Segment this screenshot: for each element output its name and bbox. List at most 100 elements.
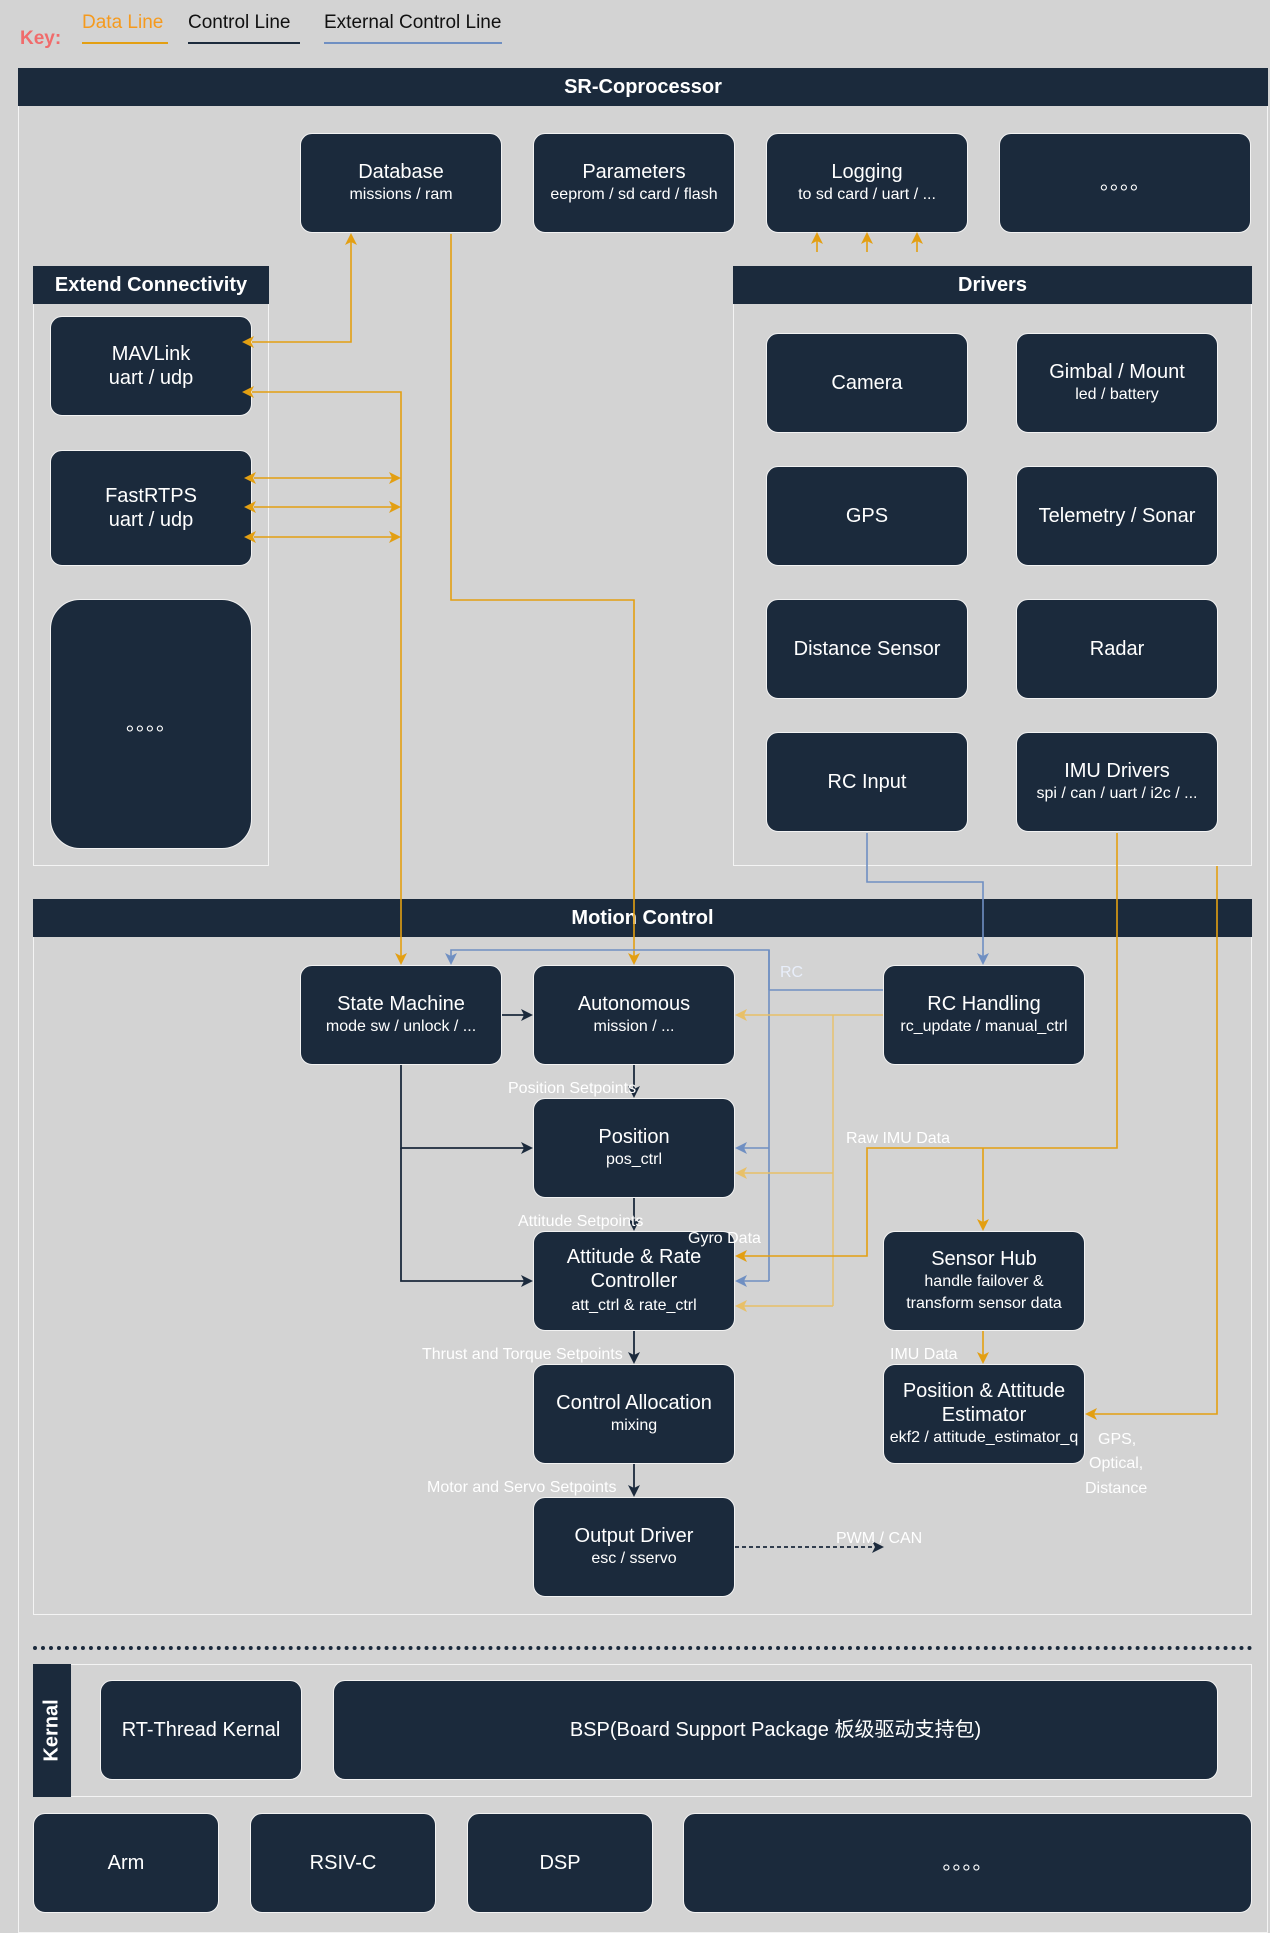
- parameters-node[interactable]: Parameters eeprom / sd card / flash: [533, 133, 735, 233]
- top-more-node[interactable]: 。。。。: [999, 133, 1251, 233]
- bsp-node[interactable]: BSP(Board Support Package 板级驱动支持包): [333, 1680, 1218, 1780]
- mavlink-title: MAVLink: [111, 343, 191, 365]
- wire-rc-input-rc-handling: [866, 833, 989, 965]
- estimator-node[interactable]: Position & Attitude Estimator ekf2 / att…: [883, 1364, 1085, 1464]
- sensor-hub-sub-1: handle failover &: [924, 1273, 1044, 1290]
- autonomous-node[interactable]: Autonomous mission / ...: [533, 965, 735, 1065]
- label-gps-optical-2: Optical,: [1089, 1455, 1144, 1472]
- parameters-sub: eeprom / sd card / flash: [550, 186, 718, 203]
- key-control-line-label: Control Line: [188, 12, 291, 33]
- rc-input-title: RC Input: [827, 771, 907, 793]
- rc-handling-node[interactable]: RC Handling rc_update / manual_ctrl: [883, 965, 1085, 1065]
- gimbal-sub: led / battery: [1075, 386, 1159, 403]
- gimbal-title: Gimbal / Mount: [1049, 361, 1185, 383]
- control-allocation-sub: mixing: [610, 1417, 658, 1434]
- radar-node[interactable]: Radar: [1016, 599, 1218, 699]
- radar-title: Radar: [1089, 638, 1145, 660]
- wire-drivers-estimator: [1085, 866, 1218, 1420]
- position-sub: pos_ctrl: [605, 1151, 663, 1168]
- bsp-title: BSP(Board Support Package 板级驱动支持包): [569, 1719, 982, 1741]
- key-data-line: Data Line: [82, 12, 168, 44]
- arm-node[interactable]: Arm: [33, 1813, 219, 1913]
- arm-title: Arm: [107, 1852, 145, 1874]
- wire-mavlink-state-machine: [242, 386, 407, 965]
- fastrtps-node[interactable]: FastRTPS uart / udp: [50, 450, 252, 566]
- mavlink-node[interactable]: MAVLink uart / udp: [50, 316, 252, 416]
- wire-imu-raw-data: [735, 833, 1118, 1262]
- output-driver-title: Output Driver: [574, 1525, 694, 1547]
- connectivity-more-node[interactable]: 。。。。: [50, 599, 252, 849]
- imu-drivers-node[interactable]: IMU Drivers spi / can / uart / i2c / ...: [1016, 732, 1218, 832]
- telemetry-title: Telemetry / Sonar: [1038, 505, 1196, 527]
- logging-title: Logging: [831, 161, 903, 183]
- database-node[interactable]: Database missions / ram: [300, 133, 502, 233]
- rtthread-node[interactable]: RT-Thread Kernal: [100, 1680, 302, 1780]
- rc-handling-sub: rc_update / manual_ctrl: [900, 1018, 1068, 1035]
- state-machine-node[interactable]: State Machine mode sw / unlock / ...: [300, 965, 502, 1065]
- key-external-control-line: External Control Line: [324, 12, 502, 44]
- autonomous-title: Autonomous: [577, 993, 691, 1015]
- sensor-hub-node[interactable]: Sensor Hub handle failover & transform s…: [883, 1231, 1085, 1331]
- sensor-hub-sub-2: transform sensor data: [906, 1295, 1062, 1312]
- wire-database-autonomous: [450, 234, 640, 965]
- mavlink-sub: uart / udp: [108, 367, 194, 389]
- sensor-hub-title: Sensor Hub: [931, 1248, 1037, 1270]
- label-gps-optical-3: Distance: [1085, 1480, 1148, 1497]
- autonomous-sub: mission / ...: [593, 1018, 675, 1035]
- attitude-title-1: Attitude & Rate: [566, 1246, 702, 1268]
- coprocessor-title: SR-Coprocessor: [18, 68, 1268, 106]
- wire-state-machine-attitude: [400, 1148, 533, 1287]
- camera-node[interactable]: Camera: [766, 333, 968, 433]
- kernal-title: Kernal: [40, 1699, 63, 1762]
- estimator-sub: ekf2 / attitude_estimator_q: [889, 1429, 1079, 1446]
- state-machine-sub: mode sw / unlock / ...: [325, 1018, 477, 1035]
- attitude-sub: att_ctrl & rate_ctrl: [571, 1297, 697, 1314]
- position-title: Position: [598, 1126, 670, 1148]
- position-node[interactable]: Position pos_ctrl: [533, 1098, 735, 1198]
- rc-handling-title: RC Handling: [927, 993, 1041, 1015]
- gps-node[interactable]: GPS: [766, 466, 968, 566]
- wire-state-machine-position: [400, 1065, 533, 1154]
- label-motor-servo: Motor and Servo Setpoints: [427, 1479, 617, 1496]
- camera-title: Camera: [831, 372, 903, 394]
- key-data-line-label: Data Line: [82, 12, 164, 33]
- rsiv-title: RSIV-C: [309, 1852, 377, 1874]
- database-title: Database: [358, 161, 444, 183]
- rsiv-node[interactable]: RSIV-C: [250, 1813, 436, 1913]
- label-attitude-setpoints: Attitude Setpoints: [518, 1213, 644, 1230]
- platform-more-node[interactable]: 。。。。: [683, 1813, 1252, 1913]
- fastrtps-title: FastRTPS: [105, 485, 197, 507]
- distance-sensor-node[interactable]: Distance Sensor: [766, 599, 968, 699]
- rc-input-node[interactable]: RC Input: [766, 732, 968, 832]
- attitude-title-2: Controller: [590, 1270, 678, 1292]
- key-control-line: Control Line: [188, 12, 300, 44]
- key-label: Key:: [20, 28, 62, 49]
- label-thrust-torque: Thrust and Torque Setpoints: [422, 1346, 623, 1363]
- logging-node[interactable]: Logging to sd card / uart / ...: [766, 133, 968, 233]
- gps-title: GPS: [845, 505, 889, 527]
- imu-drivers-title: IMU Drivers: [1064, 760, 1170, 782]
- attitude-controller-node[interactable]: Attitude & Rate Controller att_ctrl & ra…: [533, 1231, 735, 1331]
- dsp-node[interactable]: DSP: [467, 1813, 653, 1913]
- estimator-title-2: Estimator: [941, 1404, 1027, 1426]
- top-more-title: 。。。。: [1100, 172, 1150, 194]
- control-allocation-node[interactable]: Control Allocation mixing: [533, 1364, 735, 1464]
- dsp-title: DSP: [539, 1852, 581, 1874]
- label-gps-optical-1: GPS,: [1098, 1431, 1137, 1448]
- output-driver-node[interactable]: Output Driver esc / sservo: [533, 1497, 735, 1597]
- motion-control-title: Motion Control: [33, 899, 1252, 937]
- label-raw-imu: Raw IMU Data: [846, 1130, 951, 1147]
- label-pwm-can: PWM / CAN: [836, 1530, 923, 1547]
- gimbal-node[interactable]: Gimbal / Mount led / battery: [1016, 333, 1218, 433]
- parameters-title: Parameters: [582, 161, 686, 183]
- control-allocation-title: Control Allocation: [556, 1392, 712, 1414]
- connectivity-more-title: 。。。。: [126, 713, 176, 735]
- logging-sub: to sd card / uart / ...: [798, 186, 936, 203]
- label-gyro-data: Gyro Data: [688, 1230, 761, 1247]
- wire-mavlink-database: [242, 233, 357, 348]
- label-imu-data: IMU Data: [890, 1346, 958, 1363]
- extend-connectivity-title: Extend Connectivity: [33, 266, 269, 304]
- rtthread-title: RT-Thread Kernal: [121, 1719, 281, 1741]
- telemetry-node[interactable]: Telemetry / Sonar: [1016, 466, 1218, 566]
